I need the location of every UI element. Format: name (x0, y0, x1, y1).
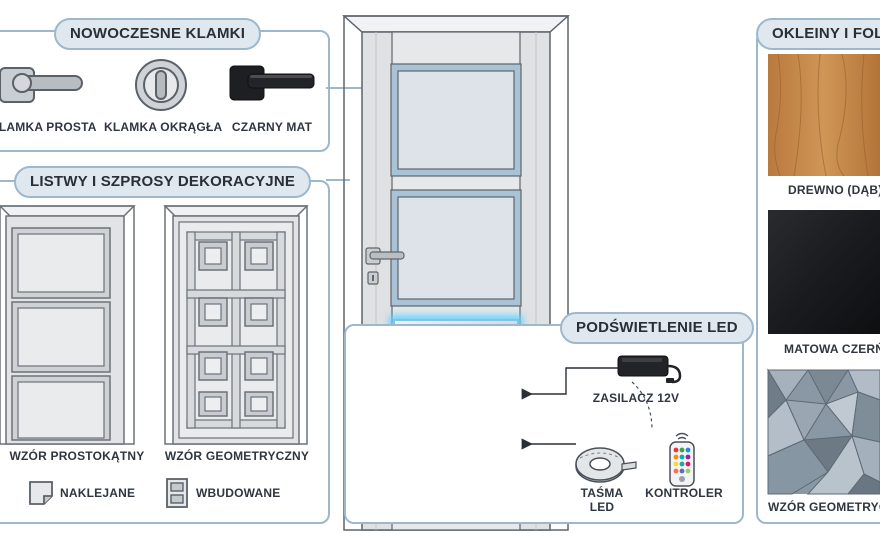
remote-control-icon (669, 432, 695, 487)
led-panel (344, 324, 744, 524)
oak-veneer-label: DREWNO (DĄB) (788, 183, 880, 197)
geometric-veneer-label: WZÓR GEOMETRYCZNY (768, 500, 880, 514)
straight-handle-icon (0, 67, 83, 103)
sticker-icon (29, 481, 53, 505)
led-connector-arrows (521, 367, 653, 450)
matte-black-swatch (768, 210, 880, 334)
geometric-pattern-door-icon (163, 205, 309, 445)
geometric-veneer-swatch (767, 368, 880, 495)
rectangular-pattern-label: WZÓR PROSTOKĄTNY (9, 449, 145, 463)
geometric-pattern-label: WZÓR GEOMETRYCZNY (164, 449, 310, 463)
straight-handle-label: KLAMKA PROSTA (0, 120, 97, 134)
black-matte-handle-label: CZARNY MAT (231, 120, 313, 134)
handles-title: NOWOCZESNE KLAMKI (54, 18, 262, 50)
sticker-option-label: NAKLEJANE (60, 486, 136, 500)
trims-title: LISTWY I SZPROSY DEKORACYJNE (14, 166, 312, 198)
built-in-option-label: WBUDOWANE (196, 486, 281, 500)
power-supply-icon (617, 355, 682, 384)
built-in-icon (166, 478, 188, 508)
black-matte-handle-icon (229, 65, 315, 101)
controller-label: KONTROLER (645, 486, 723, 500)
round-handle-icon (135, 59, 187, 111)
rectangular-pattern-door-icon (0, 205, 136, 445)
power-supply-label: ZASILACZ 12V (592, 391, 680, 405)
veneers-title: OKLEINY I FOLIE (756, 18, 880, 50)
round-handle-label: KLAMKA OKRĄGŁA (104, 120, 223, 134)
matte-black-label: MATOWA CZERŃ (784, 342, 880, 356)
led-title: PODŚWIETLENIE LED (560, 312, 754, 344)
led-strip-label: TAŚMA LED (580, 486, 624, 514)
oak-veneer-swatch (768, 53, 880, 177)
led-strip-icon (575, 447, 637, 483)
trims-connector-line (326, 179, 350, 181)
